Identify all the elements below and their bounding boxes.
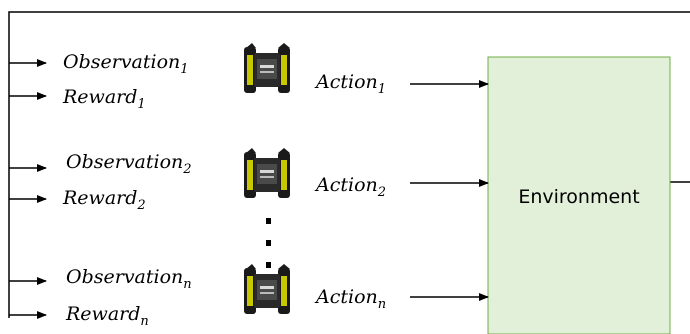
tracked-robot-icon — [244, 264, 290, 314]
environment-label: Environment — [518, 186, 639, 208]
observation-n-label: Observationn — [66, 266, 192, 292]
agent-n: Observationn Rewardn Actionn — [9, 264, 489, 329]
tracked-robot-icon — [244, 148, 290, 198]
tracked-robot-icon — [244, 43, 290, 93]
environment-box — [487, 56, 671, 334]
observation-1-label: Observation1 — [63, 51, 189, 77]
action-2-label: Action2 — [314, 174, 386, 200]
vertical-dots — [266, 218, 271, 268]
agent-2: Observation2 Reward2 Action2 — [9, 148, 489, 213]
reward-1-label: Reward1 — [62, 86, 146, 112]
feedback-loop-line — [8, 11, 690, 318]
agent-1: Observation1 Reward1 Action1 — [9, 43, 489, 112]
action-n-label: Actionn — [314, 286, 386, 312]
action-1-label: Action1 — [314, 71, 386, 97]
reward-2-label: Reward2 — [62, 187, 146, 213]
observation-2-label: Observation2 — [66, 151, 192, 177]
reward-n-label: Rewardn — [65, 303, 149, 329]
